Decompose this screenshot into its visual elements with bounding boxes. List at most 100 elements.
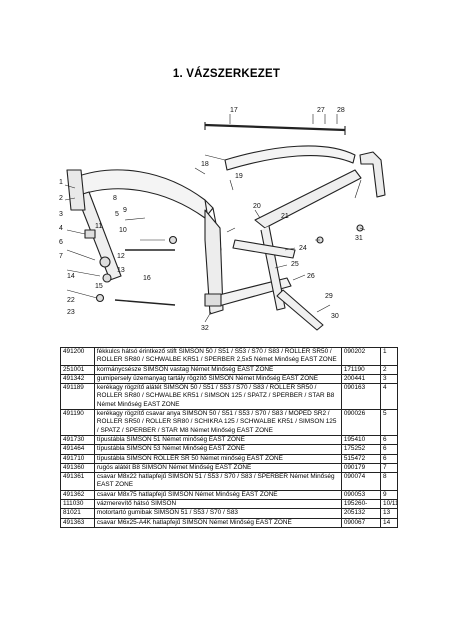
part-position: 14 [380,517,398,528]
callout-10: 10 [119,227,127,234]
part-code: 491190 [60,409,95,436]
callout-27: 27 [317,107,325,114]
part-description: kormánycsésze SIMSON vastag Német Minősé… [93,364,342,375]
part-description: csavar M8x75 hatlapfejű SIMSON Német Min… [93,489,342,501]
callout-17: 17 [230,107,238,114]
part-position: 8 [380,472,398,491]
callout-32: 32 [201,325,209,332]
part-code: 491710 [60,453,95,464]
callout-25: 25 [291,261,299,268]
part-position: 6 [380,444,398,455]
callout-6: 6 [59,239,63,246]
table-row: 491189 kerékagy rögzítő alátét SIMSON 50… [60,383,398,411]
part-number: 090074 [340,472,382,491]
callout-12: 12 [117,253,125,260]
table-row: 491200 fékkulcs hátsó érintkező stift SI… [60,347,398,366]
part-number: 200441 [340,373,382,385]
part-code: 111030 [60,499,95,510]
part-code: 491361 [60,472,95,491]
part-number: 515472 [340,453,382,464]
table-row: 491362 csavar M8x75 hatlapfejű SIMSON Né… [60,489,398,501]
table-row: 491360 rugós alátét B8 SIMSON Német Minő… [60,462,398,474]
callout-15: 15 [95,283,103,290]
part-position: 5 [380,409,398,436]
part-position: 3 [380,373,398,385]
callout-22: 22 [67,297,75,304]
part-number: 205132 [340,508,382,519]
part-code: 81021 [60,508,95,519]
part-description: kerékagy rögzítő csavar anya SIMSON 50 /… [93,409,342,436]
part-number: 090067 [340,517,382,528]
section-heading: 1. VÁZSZERKEZET [172,68,281,80]
parts-table: 491200 fékkulcs hátsó érintkező stift SI… [60,347,398,528]
callout-31: 31 [355,235,363,242]
part-position: 9 [380,489,398,501]
part-code: 251001 [60,364,95,375]
part-position: 6 [380,453,398,464]
callout-23: 23 [67,309,75,316]
part-number: 090202 [340,347,382,366]
table-row: 491342 gumipersely üzemanyag tartály rög… [60,373,398,385]
callout-21: 21 [281,213,289,220]
part-position: 4 [380,383,398,411]
part-code: 491189 [60,383,95,411]
callout-11: 11 [95,223,102,230]
table-row: 491190 kerékagy rögzítő csavar anya SIMS… [60,409,398,436]
table-row: 81021 motortartó gumibak SIMSON 51 / S53… [60,508,398,519]
table-row: 491363 csavar M6x25-A4K hatlapfejű SIMSO… [60,517,398,528]
part-code: 491362 [60,489,95,501]
callout-29: 29 [325,293,333,300]
part-description: fékkulcs hátsó érintkező stift SIMSON 50… [93,347,342,366]
part-position: 7 [380,462,398,474]
part-code: 491730 [60,434,95,446]
table-row: 491361 csavar M8x22 hatlapfejű SIMSON 51… [60,472,398,491]
part-description: kerékagy rögzítő alátét SIMSON 50 / S51 … [93,383,342,411]
part-position: 10/11 [380,499,398,510]
part-number: 195410 [340,434,382,446]
callout-4: 4 [59,225,63,232]
part-code: 491363 [60,517,95,528]
part-position: 1 [380,347,398,366]
part-number: 195260- [340,499,382,510]
part-position: 2 [380,364,398,375]
frame-exploded-diagram: 1 2 3 4 5 6 7 8 9 10 11 12 13 14 15 16 1… [59,107,386,332]
part-description: csavar M8x22 hatlapfejű SIMSON 51 / S53 … [93,472,342,491]
part-code: 491360 [60,462,95,474]
callout-8: 8 [113,195,117,202]
part-number: 090179 [340,462,382,474]
table-row: 491710 típustábla SIMSON ROLLER SR 50 Né… [60,453,398,464]
callout-24: 24 [299,245,307,252]
part-code: 491464 [60,444,95,455]
part-number: 090026 [340,409,382,436]
table-row: 491464 típustábla SIMSON 53 Német Minősé… [60,444,398,455]
part-position: 13 [380,508,398,519]
table-row: 111030 vázmerevítő hátsó SIMSON 195260- … [60,499,398,510]
part-description: gumipersely üzemanyag tartály rögzítő SI… [93,373,342,385]
callout-16: 16 [143,275,151,282]
callout-19: 19 [235,173,243,180]
callout-14: 14 [67,273,75,280]
part-description: motortartó gumibak SIMSON 51 / S53 / S70… [93,508,342,519]
callout-13: 13 [117,267,125,274]
part-description: rugós alátét B8 SIMSON Német Minőség EAS… [93,462,342,474]
part-description: típustábla SIMSON ROLLER SR 50 Német min… [93,453,342,464]
callout-26: 26 [307,273,315,280]
part-code: 491342 [60,373,95,385]
callout-20: 20 [253,203,261,210]
callout-9: 9 [123,207,127,214]
part-description: vázmerevítő hátsó SIMSON [93,499,342,510]
part-description: típustábla SIMSON 51 Német minőség EAST … [93,434,342,446]
part-number: 175252 [340,444,382,455]
part-description: csavar M6x25-A4K hatlapfejű SIMSON Német… [93,517,342,528]
part-number: 090053 [340,489,382,501]
part-description: típustábla SIMSON 53 Német Minőség EAST … [93,444,342,455]
table-row: 491730 típustábla SIMSON 51 Német minősé… [60,434,398,446]
callout-18: 18 [201,161,209,168]
part-code: 491200 [60,347,95,366]
callout-28: 28 [337,107,345,114]
callout-5: 5 [115,211,119,218]
callout-2: 2 [59,195,63,202]
part-number: 171190 [340,364,382,375]
callout-30: 30 [331,313,339,320]
